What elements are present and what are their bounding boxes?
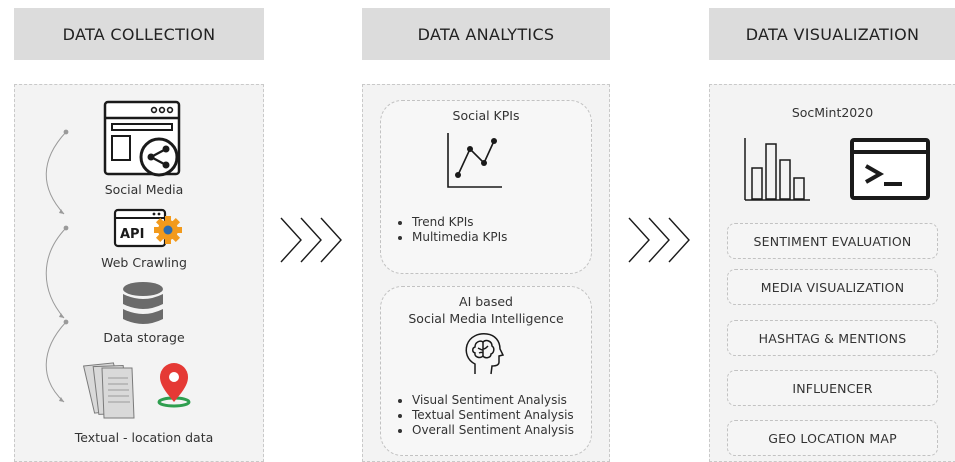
documents-icon bbox=[82, 362, 135, 419]
ai-list: Visual Sentiment Analysis Textual Sentim… bbox=[396, 393, 574, 438]
line-chart-icon bbox=[447, 133, 502, 188]
viz-item-media-visualization: MEDIA VISUALIZATION bbox=[727, 269, 938, 305]
label-social-media: Social Media bbox=[104, 182, 184, 197]
viz-item-geo-location-map: GEO LOCATION MAP bbox=[727, 420, 938, 456]
chevrons-collection-to-analytics bbox=[280, 217, 342, 263]
ai-title-line-2: Social Media Intelligence bbox=[408, 311, 564, 326]
ai-item: Visual Sentiment Analysis bbox=[412, 393, 574, 408]
kpi-item: Trend KPIs bbox=[412, 215, 507, 230]
kpi-item: Multimedia KPIs bbox=[412, 230, 507, 245]
ai-item: Overall Sentiment Analysis bbox=[412, 423, 574, 438]
svg-text:API: API bbox=[120, 227, 144, 242]
label-textual-location: Textual - location data bbox=[74, 430, 214, 445]
database-icon bbox=[123, 282, 163, 324]
ai-item: Textual Sentiment Analysis bbox=[412, 408, 574, 423]
api-gear-icon: API bbox=[113, 208, 182, 248]
terminal-icon bbox=[850, 138, 930, 200]
bar-chart-icon bbox=[744, 138, 810, 201]
socmint-title: SocMint2020 bbox=[791, 105, 874, 120]
chevrons-analytics-to-visualization bbox=[628, 217, 690, 263]
social-media-icon bbox=[103, 100, 181, 177]
viz-item-sentiment-evaluation: SENTIMENT EVALUATION bbox=[727, 223, 938, 259]
label-data-storage: Data storage bbox=[103, 330, 185, 345]
header-data-collection: DATA COLLECTION bbox=[14, 8, 264, 60]
social-kpis-title: Social KPIs bbox=[452, 108, 520, 123]
header-data-visualization: DATA VISUALIZATION bbox=[709, 8, 955, 60]
ai-title-line-1: AI based bbox=[459, 294, 513, 309]
viz-item-hashtag-mentions: HASHTAG & MENTIONS bbox=[727, 320, 938, 356]
location-pin-icon bbox=[157, 363, 191, 408]
brain-head-icon bbox=[465, 333, 505, 375]
label-web-crawling: Web Crawling bbox=[101, 255, 187, 270]
kpi-list: Trend KPIs Multimedia KPIs bbox=[396, 215, 507, 245]
viz-item-influencer: INFLUENCER bbox=[727, 370, 938, 406]
header-data-analytics: DATA ANALYTICS bbox=[362, 8, 610, 60]
ai-intelligence-panel bbox=[380, 286, 592, 456]
